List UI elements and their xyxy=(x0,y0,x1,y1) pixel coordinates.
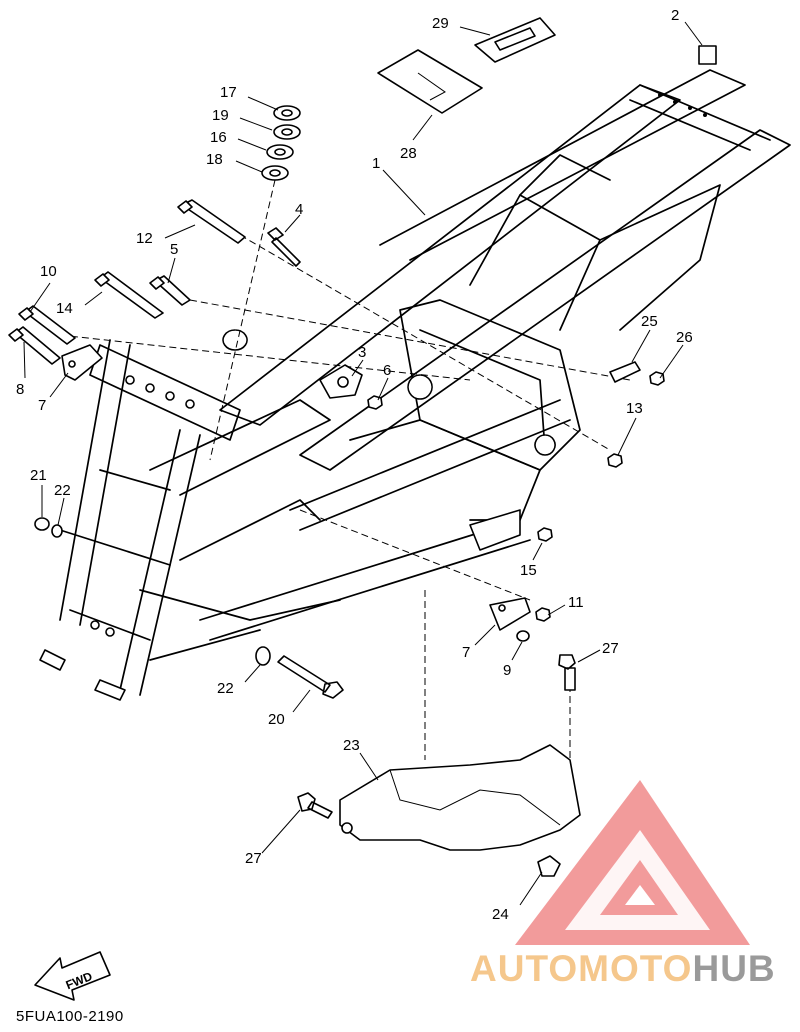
callout-27-upper: 27 xyxy=(602,640,619,657)
callout-7-front: 7 xyxy=(38,397,46,414)
callout-1: 1 xyxy=(372,155,380,172)
part-27-bolt-upper xyxy=(558,654,576,691)
callout-labels: 29 2 28 17 19 16 18 1 4 12 5 10 14 8 7 3… xyxy=(16,7,693,923)
part-2-cap xyxy=(698,45,717,65)
callout-5: 5 xyxy=(170,241,178,258)
watermark-brand-text: AUTOMOTOHUB xyxy=(470,948,776,990)
callout-27-lower: 27 xyxy=(245,850,262,867)
callout-10: 10 xyxy=(40,263,57,280)
callout-21: 21 xyxy=(30,467,47,484)
part-23-cover xyxy=(339,744,581,851)
part-20-bolt xyxy=(277,655,344,699)
part-29-bracket xyxy=(474,17,556,63)
brand-part-2: HUB xyxy=(692,948,776,989)
washer-stack xyxy=(261,105,301,181)
part-4-bolt xyxy=(267,227,301,267)
callout-19: 19 xyxy=(212,107,229,124)
callout-14: 14 xyxy=(56,300,73,317)
part-27-bolt-lower xyxy=(297,792,333,819)
callout-7-rear: 7 xyxy=(462,644,470,661)
callout-29: 29 xyxy=(432,15,449,32)
callout-17: 17 xyxy=(220,84,237,101)
callout-3: 3 xyxy=(358,344,366,361)
diagram-code: 5FUA100-2190 xyxy=(16,1008,124,1025)
callout-16: 16 xyxy=(210,129,227,146)
callout-22-front: 22 xyxy=(54,482,71,499)
main-frame xyxy=(39,69,791,701)
bolts xyxy=(8,199,246,365)
callout-2: 2 xyxy=(671,7,679,24)
callout-23: 23 xyxy=(343,737,360,754)
part-25-clip xyxy=(609,361,641,383)
callout-20: 20 xyxy=(268,711,285,728)
assembly-lines xyxy=(59,179,631,810)
callout-13: 13 xyxy=(626,400,643,417)
callout-26: 26 xyxy=(676,329,693,346)
callout-15: 15 xyxy=(520,562,537,579)
callout-6: 6 xyxy=(383,362,391,379)
callout-8: 8 xyxy=(16,381,24,398)
callout-11: 11 xyxy=(568,594,584,611)
callout-25: 25 xyxy=(641,313,658,330)
callout-24: 24 xyxy=(492,906,509,923)
callout-9: 9 xyxy=(503,662,511,679)
part-7-plate-rear xyxy=(489,597,531,631)
part-7-plate-front xyxy=(61,344,103,381)
callout-22-lower: 22 xyxy=(217,680,234,697)
callout-18: 18 xyxy=(206,151,223,168)
part-22-washer-lower xyxy=(255,646,271,666)
callout-12: 12 xyxy=(136,230,153,247)
watermark-logo-icon xyxy=(515,780,750,945)
callout-4: 4 xyxy=(295,201,303,218)
part-22-washer xyxy=(51,524,63,538)
callout-28: 28 xyxy=(400,145,417,162)
fwd-arrow-icon: FWD xyxy=(34,951,111,1001)
leader-lines xyxy=(23,21,703,906)
brand-part-1: AUTOMOTO xyxy=(470,948,693,989)
part-21-washer xyxy=(34,517,50,531)
